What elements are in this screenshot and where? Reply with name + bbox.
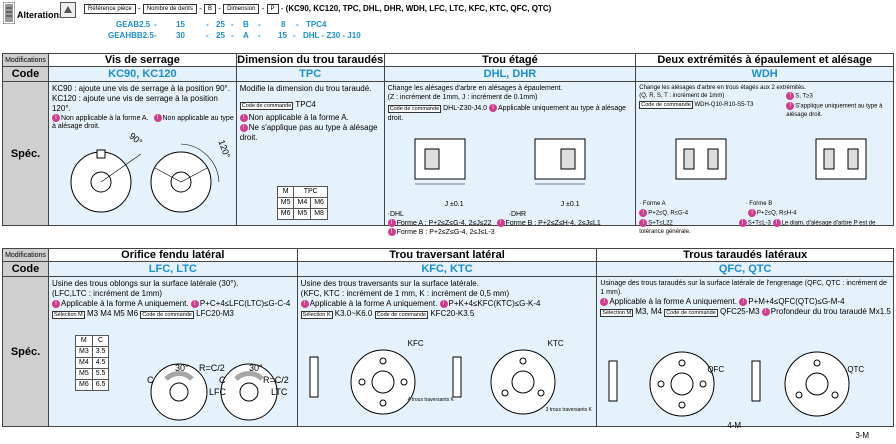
tol-right: J ±0.1 [560, 201, 580, 208]
code-tpc: TPC [235, 66, 385, 82]
kc-diagram [70, 143, 220, 213]
alterations-table-1: Modifications Vis de serrage Dimension d… [2, 53, 894, 237]
spec-lfc: Usine des trous oblongs sur la surface l… [47, 276, 298, 427]
codes-line: (KC90, KC120, TPC, DHL, DHR, WDH, LFC, L… [285, 4, 552, 14]
spec-wdh: Change les alésages d'arbre en trous éta… [635, 81, 894, 235]
warning-icon: ! [51, 114, 60, 122]
spec-kc: KC90 : ajoute une vis de serrage à la po… [47, 81, 237, 226]
code-label: Code [2, 66, 49, 82]
box-p: P [266, 4, 279, 14]
spec-label: Spéc. [2, 81, 49, 226]
box-teeth: Nombre de dents [142, 4, 197, 14]
box-part-ref: Référence pièce [84, 4, 136, 14]
spec-dhl: Change les alésages d'arbre en alésages … [383, 81, 637, 237]
dhl-diagram [414, 138, 586, 185]
warning-icon: ! [153, 114, 162, 122]
lfc-diagram [150, 363, 278, 421]
dhr-label: ·DHR [508, 211, 527, 218]
col-title-clamp-screw: Vis de serrage [47, 53, 237, 67]
spec-kfc: Usine des trous traversants sur la surfa… [296, 276, 598, 427]
alterations-icon [60, 2, 76, 18]
box-b: B [203, 4, 216, 14]
spec-tpc: Modifie la dimension du trou taraudé. Co… [235, 81, 385, 226]
col-title-side-tapped: Trous taraudés latéraux [596, 248, 894, 262]
col-title-through-hole: Trou traversant latéral [296, 248, 598, 262]
alterations-title: Alterations [17, 10, 65, 20]
col-title-tapped-hole: Dimension du trou taraudés [235, 53, 385, 67]
order-format-boxes: Référence pièce - Nombre de dents - B - … [84, 4, 551, 14]
code-wdh: WDH [635, 66, 894, 82]
code-label: Code [2, 261, 49, 277]
code-dhl: DHL, DHR [383, 66, 637, 82]
spec-qfc: Usinage des trous taraudés sur la surfac… [596, 276, 894, 440]
col-title-slot: Orifice fendu latéral [47, 248, 298, 262]
gear-thumbnail-icon [2, 1, 16, 25]
kfc-diagram [309, 349, 556, 415]
col-title-stepped-hole: Trou étagé [383, 53, 637, 67]
code-lfc: LFC, LTC [47, 261, 298, 277]
tol-left: J ±0.1 [444, 201, 464, 208]
alterations-table-2: Modifications Orifice fendu latéral Trou… [2, 248, 894, 440]
qfc-diagram [608, 351, 850, 417]
dhl-label: ·DHL [387, 211, 404, 218]
code-kfc: KFC, KTC [296, 261, 598, 277]
col-title-double-counterbore: Deux extrémités à épaulement et alésage [635, 53, 894, 67]
code-kc: KC90, KC120 [47, 66, 237, 82]
spec-label: Spéc. [2, 276, 49, 427]
box-dimension: Dimension [223, 4, 260, 14]
wdh-diagram [675, 138, 867, 180]
modifications-label: Modifications [2, 53, 49, 67]
modifications-label: Modifications [2, 248, 49, 262]
code-qfc: QFC, QTC [596, 261, 894, 277]
